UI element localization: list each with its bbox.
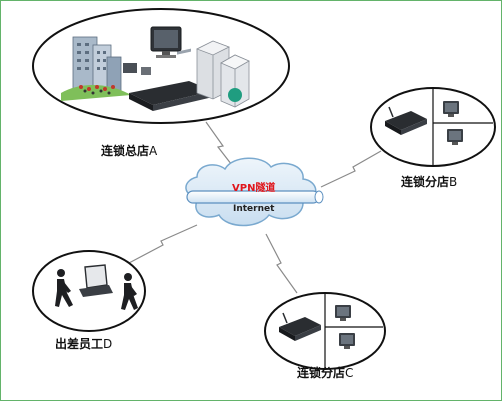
walking-person-icon	[55, 269, 73, 307]
vpn-tunnel-label: VPN隧道	[232, 183, 276, 194]
branch-c-label: 连锁分店C	[297, 366, 354, 380]
server-icon	[196, 40, 250, 108]
office-buildings-icon	[61, 36, 131, 101]
monitor-icon	[339, 333, 355, 349]
monitor-icon	[443, 101, 459, 117]
monitor-icon	[447, 129, 463, 145]
hq-label: 连锁总店A	[101, 144, 158, 158]
link-hq-cloud	[205, 121, 236, 170]
traveler-d-label: 出差员工D	[55, 337, 113, 351]
vpn-tunnel-icon	[186, 190, 324, 204]
internet-label: Internet	[233, 204, 275, 214]
router-icon	[279, 312, 321, 341]
link-b-cloud	[320, 150, 382, 188]
router-icon	[385, 106, 427, 135]
network-device-icon	[123, 63, 151, 75]
walking-person-icon	[121, 273, 138, 310]
monitor-icon	[335, 305, 351, 321]
traveler-d-group	[32, 250, 146, 332]
link-c-cloud	[265, 233, 298, 294]
link-d-cloud	[128, 224, 198, 264]
vpn-gateway-icon	[129, 48, 213, 111]
hq-group	[32, 8, 290, 124]
branch-c-group	[264, 292, 386, 370]
monitor-icon	[150, 26, 182, 58]
branch-b-label: 连锁分店B	[401, 175, 458, 189]
branch-b-group	[370, 87, 496, 167]
laptop-icon	[79, 264, 113, 297]
